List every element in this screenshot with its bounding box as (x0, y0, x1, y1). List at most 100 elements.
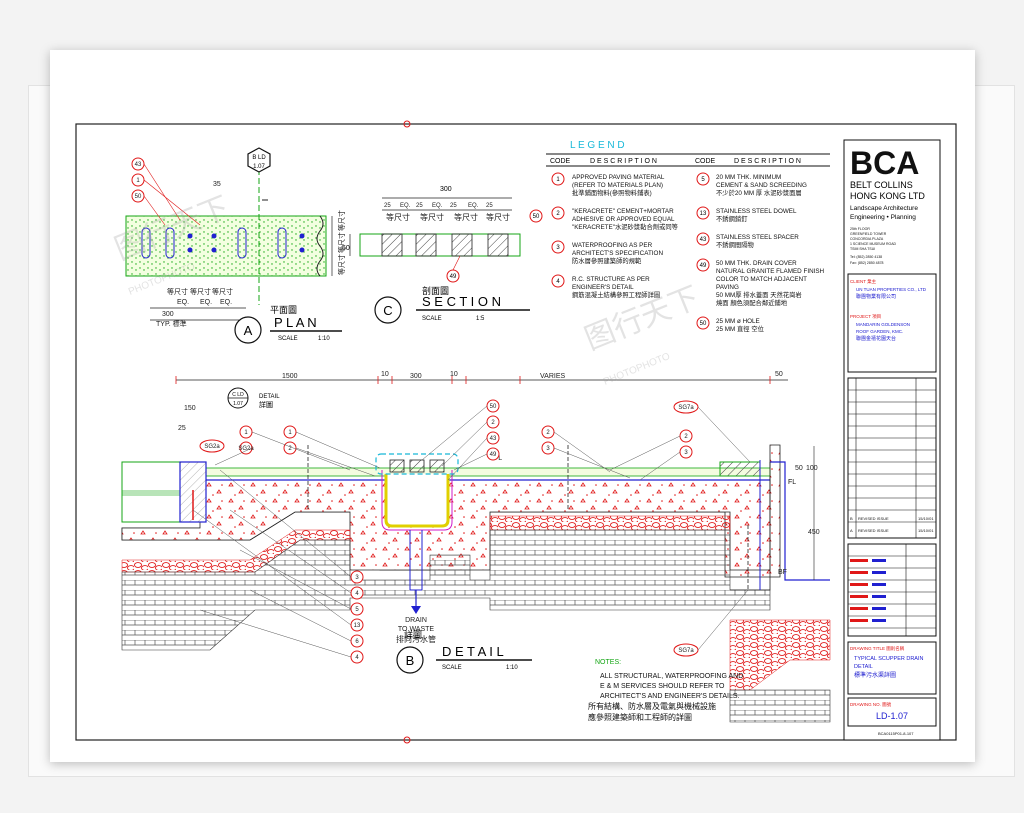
svg-text:ARCHITECT'S AND ENGINEER'S DET: ARCHITECT'S AND ENGINEER'S DETAILS. (600, 693, 740, 700)
legend-code: 50 (700, 321, 707, 327)
svg-text:DRAWING NO. 圖號: DRAWING NO. 圖號 (850, 701, 892, 708)
legend-code-circle (551, 240, 565, 254)
svg-text:GREENFIELD TOWER: GREENFIELD TOWER (850, 232, 887, 236)
svg-text:1.07: 1.07 (253, 164, 265, 170)
svg-text:4: 4 (355, 591, 359, 597)
legend-description: R.C. STRUCTURE AS PER (572, 276, 650, 283)
plan-letter: A (244, 323, 253, 338)
svg-text:DETAIL: DETAIL (259, 394, 280, 400)
svg-text:SCALE: SCALE (442, 665, 462, 671)
svg-text:15/10/01: 15/10/01 (918, 516, 934, 521)
svg-text:剖面圖: 剖面圖 (422, 285, 449, 296)
title-block: BCA BELT COLLINS HONG KONG LTD Landscape… (843, 139, 941, 741)
svg-text:3: 3 (355, 575, 359, 581)
svg-text:NOTES:: NOTES: (595, 659, 621, 666)
svg-text:EQ.: EQ. (468, 203, 479, 209)
legend-description: "KERACRETE" CEMENT+MORTAR (572, 208, 674, 215)
legend-description: WATERPROOFING AS PER (572, 242, 653, 249)
svg-text:300: 300 (440, 186, 452, 193)
svg-text:CODE: CODE (695, 158, 716, 165)
svg-text:EQ.: EQ. (200, 299, 212, 306)
scupper-drain (375, 453, 459, 614)
svg-text:等尺寸: 等尺寸 (337, 210, 346, 231)
svg-text:CLIENT 業主: CLIENT 業主 (850, 278, 877, 285)
legend-code: 3 (556, 245, 560, 251)
svg-text:50: 50 (775, 371, 783, 378)
svg-text:1500: 1500 (282, 373, 298, 380)
svg-text:D E S C R I P T I O N: D E S C R I P T I O N (734, 158, 801, 165)
svg-text:1.07: 1.07 (233, 401, 243, 407)
svg-text:B: B (850, 516, 853, 521)
legend-description: 不少於20 MM 厚 水泥砂漿面層 (716, 188, 802, 197)
svg-text:CODE: CODE (550, 158, 571, 165)
svg-text:49: 49 (450, 274, 457, 280)
svg-text:VARIES: VARIES (540, 373, 565, 380)
legend-description: STAINLESS STEEL SPACER (716, 234, 799, 241)
svg-text:25: 25 (486, 203, 493, 209)
svg-text:等尺寸: 等尺寸 (337, 232, 346, 253)
legend-description: 不銹鋼間隔物 (716, 240, 754, 249)
legend-code-circle (696, 258, 710, 272)
svg-text:35: 35 (213, 181, 221, 188)
svg-text:25th FLOOR: 25th FLOOR (850, 227, 870, 231)
svg-text:25: 25 (178, 425, 186, 432)
svg-text:EQ.: EQ. (400, 203, 411, 209)
svg-text:EQ.: EQ. (220, 299, 232, 306)
legend-description: ARCHITECT'S SPECIFICATION (572, 250, 663, 257)
svg-text:FL: FL (788, 479, 796, 486)
svg-text:43: 43 (490, 436, 497, 442)
legend-code: 49 (700, 263, 707, 269)
legend-code-circle (696, 172, 710, 186)
section-title: S E C T I O N (422, 294, 501, 309)
legend-code: 43 (700, 237, 707, 243)
svg-text:B: B (406, 653, 415, 668)
svg-text:DRAWING TITLE 圖則名稱: DRAWING TITLE 圖則名稱 (850, 645, 905, 652)
svg-text:SCALE: SCALE (278, 336, 298, 342)
svg-text:10: 10 (450, 371, 458, 378)
svg-text:25: 25 (384, 203, 391, 209)
svg-text:3: 3 (546, 446, 550, 452)
svg-text:50: 50 (533, 214, 540, 220)
svg-text:TYP. 標準: TYP. 標準 (156, 319, 187, 328)
svg-text:6: 6 (355, 639, 359, 645)
legend-code: 2 (556, 211, 560, 217)
legend-code: 1 (556, 177, 560, 183)
svg-text:Fax: (852) 2850 4878: Fax: (852) 2850 4878 (850, 261, 884, 265)
legend-description: 鋼筋混凝土結構參照工程師詳圖 (572, 290, 660, 299)
plan-cn: 平面圖 (270, 305, 297, 315)
svg-text:E & M SERVICES SHOULD REFER TO: E & M SERVICES SHOULD REFER TO (600, 683, 725, 690)
svg-text:PROJECT 項目: PROJECT 項目 (850, 314, 881, 320)
svg-text:C: C (383, 303, 392, 318)
svg-text:MANDARIN GOLDENSON: MANDARIN GOLDENSON (856, 322, 910, 327)
legend-code-circle (551, 206, 565, 220)
plan-title: P L A N (274, 315, 317, 330)
svg-text:等尺寸: 等尺寸 (167, 287, 188, 296)
svg-text:2: 2 (684, 434, 688, 440)
svg-text:應參照建築師和工程師的詳圖: 應參照建築師和工程師的詳圖 (588, 712, 692, 722)
svg-text:HONG KONG LTD: HONG KONG LTD (850, 191, 925, 201)
legend: L E G E N D CODE D E S C R I P T I O N C… (546, 140, 830, 333)
svg-text:標準污水渠詳圖: 標準污水渠詳圖 (854, 671, 896, 679)
svg-text:詳圖: 詳圖 (259, 400, 273, 409)
svg-text:50: 50 (135, 194, 142, 200)
svg-text:A: A (850, 528, 853, 533)
svg-text:PHOTOPHOTO: PHOTOPHOTO (602, 351, 672, 388)
svg-text:等尺寸: 等尺寸 (420, 212, 444, 222)
plan-view: 35 等尺寸 等尺寸 等尺寸 EQ.EQ.EQ. 300 TYP. 標準 等尺寸… (125, 147, 346, 344)
svg-text:SG7a: SG7a (678, 648, 694, 654)
svg-text:1: 1 (244, 430, 248, 436)
svg-text:CONCORDIA PLAZA: CONCORDIA PLAZA (850, 237, 884, 241)
svg-text:1:10: 1:10 (318, 336, 330, 342)
svg-text:2: 2 (288, 446, 292, 452)
svg-text:等尺寸: 等尺寸 (386, 212, 410, 222)
legend-description: PAVING (716, 284, 739, 291)
legend-code-circle (696, 232, 710, 246)
legend-code-circle (551, 274, 565, 288)
svg-text:BF: BF (778, 569, 787, 576)
svg-text:50: 50 (342, 245, 350, 252)
legend-description: ENGINEER'S DETAIL (572, 284, 634, 291)
svg-text:等尺寸: 等尺寸 (212, 287, 233, 296)
svg-text:50: 50 (795, 465, 803, 472)
